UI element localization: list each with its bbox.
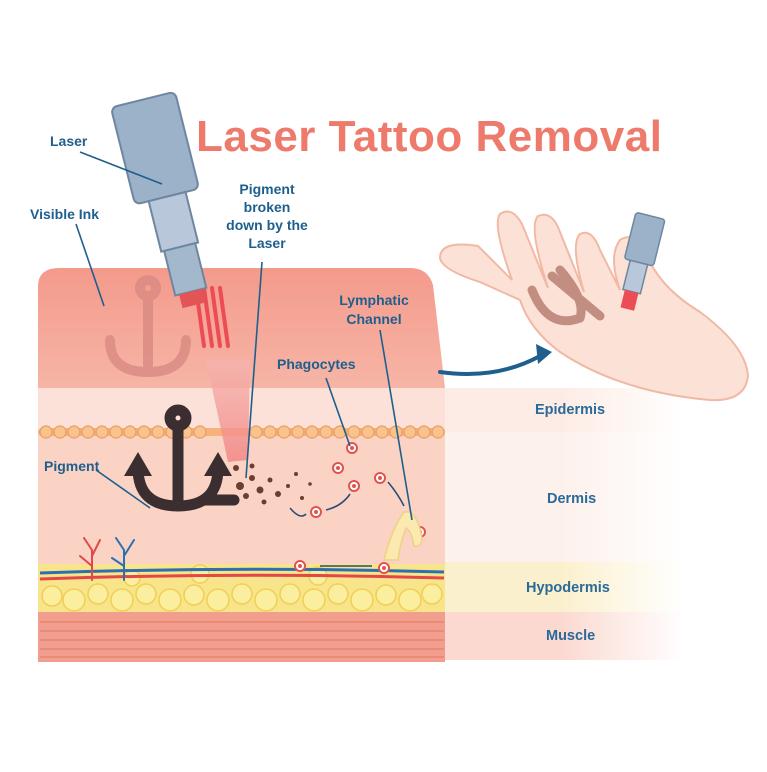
pigment-particles: [233, 463, 312, 505]
label-pigment-broken-line4: Laser: [248, 235, 286, 251]
label-pigment-broken-line3: down by the: [226, 217, 308, 233]
layer-epidermis: Epidermis: [535, 402, 606, 418]
label-pigment-broken-line1: Pigment: [239, 181, 295, 197]
label-pigment-broken-line2: broken: [243, 199, 291, 215]
hand-anchor: [527, 265, 605, 326]
hand-laser: [620, 212, 666, 311]
layer-dermis: Dermis: [547, 491, 597, 507]
skin-block: [38, 268, 445, 662]
label-lymphatic-line1: Lymphatic: [339, 292, 409, 308]
laser-device: [111, 91, 208, 309]
leader-lines: [75, 151, 413, 521]
label-laser: Laser: [50, 133, 88, 149]
pigment-anchor: [132, 404, 240, 512]
phagocytes: [289, 442, 426, 574]
layer-muscle: Muscle: [546, 628, 596, 644]
label-visible-ink: Visible Ink: [30, 206, 99, 222]
layer-bands: [440, 388, 685, 663]
surface-anchor: [105, 275, 191, 378]
label-pigment: Pigment: [44, 458, 100, 474]
capillaries: [79, 537, 135, 581]
page-title: Laser Tattoo Removal: [196, 112, 663, 161]
label-phagocytes: Phagocytes: [277, 356, 356, 372]
arrow-to-hand: [438, 344, 552, 376]
label-lymphatic-line2: Channel: [346, 311, 402, 327]
layer-hypodermis: Hypodermis: [526, 580, 610, 596]
lymphatic-vessel: [383, 511, 423, 561]
